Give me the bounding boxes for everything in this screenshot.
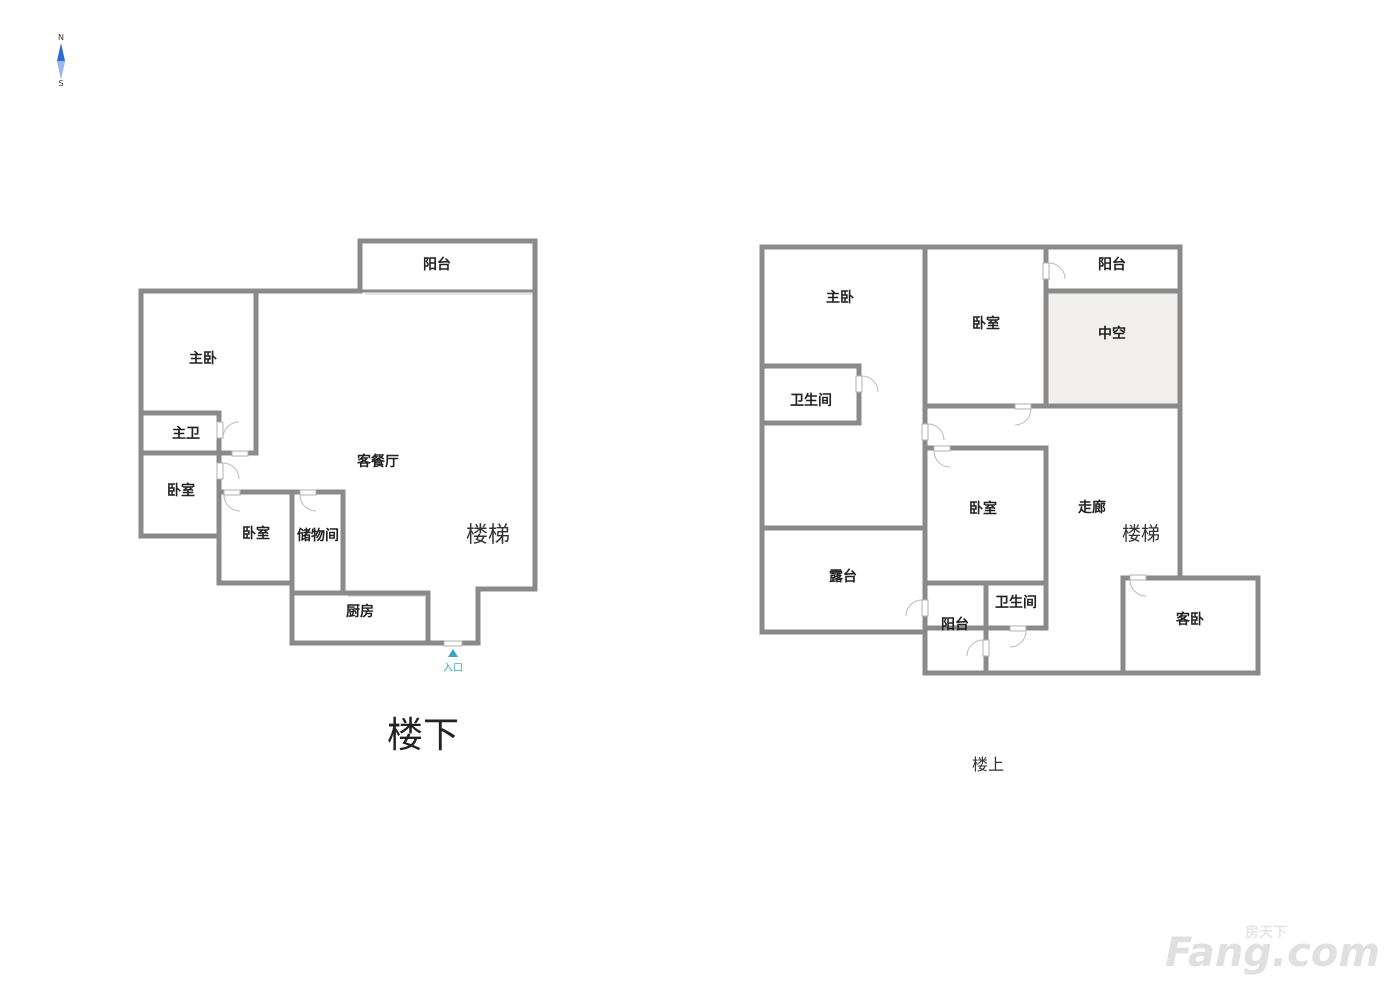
upstairs-bedroom-top-label: 卧室	[972, 315, 1000, 332]
master-bedroom-door	[231, 450, 249, 457]
downstairs-master-bedroom-label: 主卧	[189, 350, 217, 367]
downstairs-title: 楼下	[387, 715, 459, 756]
upstairs-guest-bedroom-label: 客卧	[1175, 611, 1204, 628]
upstairs-master-door-swing	[927, 423, 945, 441]
middle-bedroom-door	[223, 489, 241, 496]
upstairs-corridor-label: 走廊	[1078, 499, 1106, 516]
upstairs-plan: 主卧 卫生间 露台 卧室 阳台 中空 卧室 走廊 楼梯 卫生间 阳台 客卧 楼上	[759, 244, 1261, 774]
downstairs-middle-bedroom-label: 卧室	[242, 525, 270, 542]
downstairs-outer-wall-left	[138, 288, 363, 646]
upstairs-guest-bedroom-door	[1129, 574, 1147, 581]
storage-door	[299, 489, 317, 496]
upstairs-master-bedroom-label: 主卧	[826, 289, 854, 306]
middle-bedroom-door-swing	[223, 494, 241, 512]
downstairs-bedroom-storage-wall	[216, 489, 346, 596]
master-bath-door	[216, 421, 224, 439]
entrance-arrow-icon	[448, 649, 458, 657]
upstairs-small-bathroom-label: 卫生间	[995, 594, 1037, 611]
upstairs-stairs-label: 楼梯	[1122, 523, 1160, 545]
downstairs-plan: 入口 阳台 主卧 主卫 卧室 卧室 储物间 客餐厅 楼梯 厨房 楼下	[138, 238, 538, 756]
upstairs-master-door	[921, 423, 929, 441]
downstairs-stairs-label: 楼梯	[466, 523, 510, 548]
upstairs-balcony-top-label: 阳台	[1098, 256, 1126, 273]
compass-north-label: N	[58, 33, 64, 42]
upstairs-center-bedroom-door	[933, 445, 951, 452]
upstairs-terrace-label: 露台	[829, 568, 857, 585]
upstairs-bathroom-left-label: 卫生间	[790, 392, 832, 409]
upstairs-terrace-door-swing	[905, 599, 923, 617]
upstairs-outer-wall	[759, 244, 1261, 676]
upstairs-center-bedroom-label: 卧室	[969, 500, 997, 517]
storage-door-swing	[299, 494, 317, 512]
entrance-label: 入口	[443, 663, 463, 674]
upstairs-small-bath-door	[1009, 625, 1027, 632]
downstairs-storage-label: 储物间	[296, 527, 339, 544]
upstairs-title: 楼上	[972, 755, 1004, 774]
compass-south-half-icon	[57, 61, 65, 79]
upstairs-master-bath-wall	[759, 363, 862, 426]
compass-south-label: S	[58, 79, 63, 88]
watermark-logo: 房天下 Fang.com	[1165, 924, 1380, 976]
downstairs-left-bedroom-label: 卧室	[167, 482, 195, 499]
upstairs-bottom-balcony-door	[982, 639, 990, 657]
upstairs-center-bedroom-door-swing	[933, 450, 951, 468]
upstairs-balcony-bottom-label: 阳台	[941, 616, 969, 633]
upstairs-terrace-door	[921, 599, 929, 617]
upstairs-master-bath-door	[855, 375, 863, 393]
downstairs-balcony-label: 阳台	[423, 256, 451, 273]
upstairs-void-label: 中空	[1098, 325, 1126, 342]
upstairs-bedroom-top-door	[1014, 403, 1032, 410]
watermark-brand: Fang.com	[1165, 930, 1380, 976]
upstairs-balcony-door	[1042, 262, 1050, 280]
downstairs-kitchen-label: 厨房	[346, 603, 374, 620]
downstairs-outer-wall	[289, 238, 538, 646]
left-bedroom-door-swing	[222, 462, 240, 480]
upstairs-void-area	[1046, 292, 1178, 404]
upstairs-small-bath-door-swing	[1009, 630, 1027, 648]
downstairs-master-bath-label: 主卫	[172, 425, 200, 442]
upstairs-guest-bedroom-door-swing	[1129, 579, 1147, 597]
downstairs-living-dining-label: 客餐厅	[356, 453, 399, 470]
upstairs-bedroom-top-door-swing	[1014, 408, 1032, 426]
watermark-cn: 房天下	[1245, 924, 1287, 941]
upstairs-bottom-balcony-door-swing	[966, 639, 984, 657]
downstairs-master-bedroom-wall	[216, 288, 259, 456]
master-bath-door-swing	[222, 421, 240, 439]
left-bedroom-door	[216, 462, 224, 480]
compass: N S	[57, 33, 65, 88]
upstairs-master-bath-door-swing	[861, 375, 879, 393]
entrance-door	[443, 640, 463, 647]
upstairs-balcony-door-swing	[1048, 262, 1066, 280]
